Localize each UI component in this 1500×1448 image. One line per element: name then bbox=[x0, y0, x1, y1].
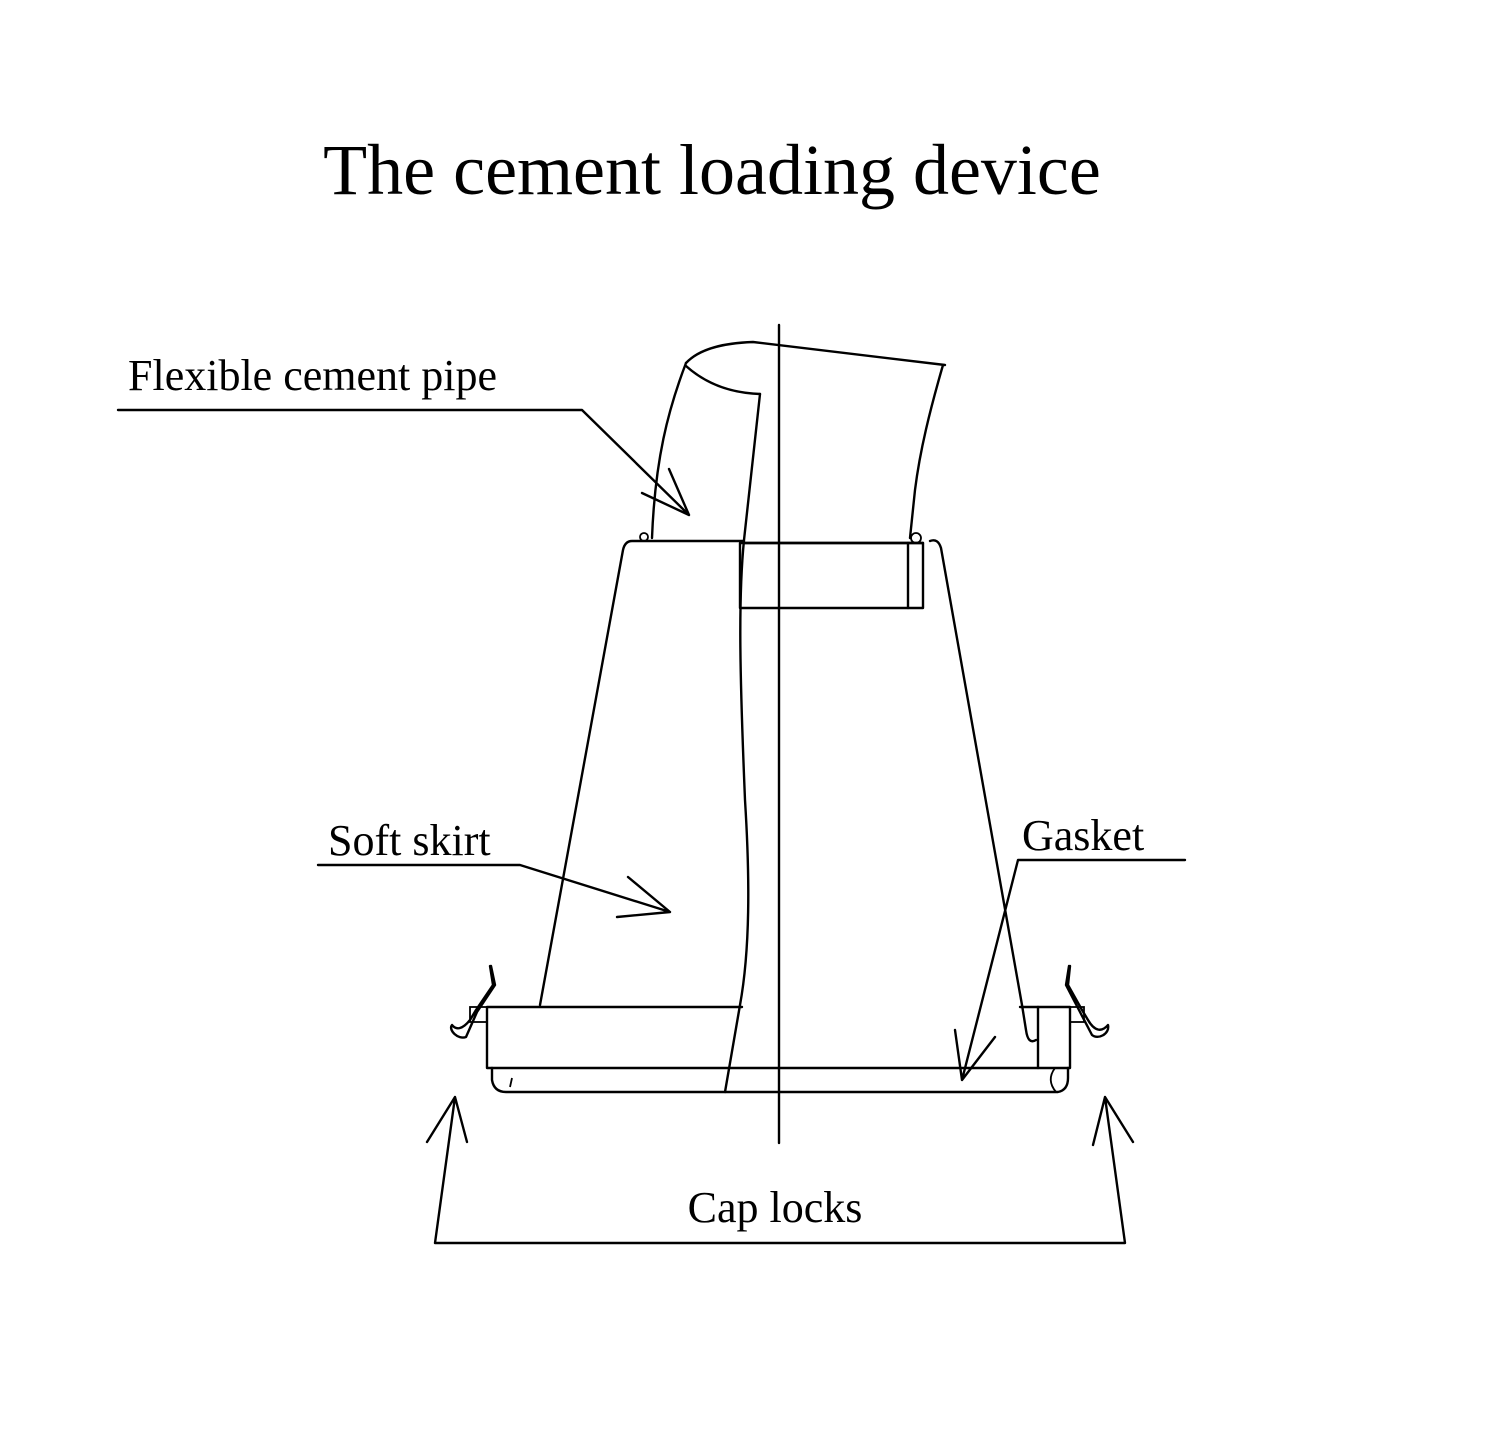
leader-arrow-gasket bbox=[953, 858, 1187, 1082]
soft-skirt bbox=[538, 539, 1038, 1043]
label-gasket: Gasket bbox=[1022, 811, 1144, 860]
cap-lock-left bbox=[449, 964, 497, 1039]
diagram-title: The cement loading device bbox=[323, 130, 1101, 210]
bracket-arrows-cap-locks bbox=[425, 1095, 1135, 1245]
label-cap-locks: Cap locks bbox=[688, 1183, 863, 1232]
leader-arrow-skirt bbox=[316, 863, 672, 919]
gasket bbox=[490, 1066, 1070, 1094]
label-flexible-cement-pipe: Flexible cement pipe bbox=[128, 351, 497, 400]
base-frame bbox=[485, 1005, 1072, 1070]
label-soft-skirt: Soft skirt bbox=[328, 816, 491, 865]
cap-lock-right bbox=[1064, 964, 1110, 1039]
leader-arrow-pipe bbox=[116, 408, 691, 517]
flexible-pipe bbox=[639, 340, 947, 1094]
